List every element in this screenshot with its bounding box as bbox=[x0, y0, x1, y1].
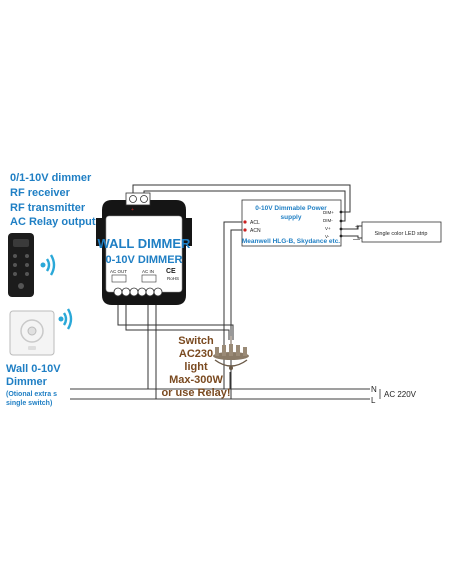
wall-panel-icon bbox=[9, 310, 55, 356]
wall-panel-note-1: (Otional extra s bbox=[6, 391, 57, 398]
terminal-minus-label: - bbox=[142, 207, 144, 213]
psu-brands: Meanwell HLG-B, Skydance etc. bbox=[242, 238, 340, 245]
terminal-plus-label: + bbox=[131, 207, 134, 213]
feature-3: RF transmitter bbox=[10, 202, 86, 214]
psu-acn-label: ACN bbox=[250, 228, 261, 234]
psu-pin-dim-plus: DIM+ bbox=[323, 210, 334, 215]
feature-4: AC Relay output bbox=[10, 216, 96, 228]
wall-dimmer-device: + - WALL DIMMER 0-10V DIMMER AC OUT AC I… bbox=[96, 192, 192, 305]
switch-note-2: AC230 bbox=[179, 348, 213, 360]
feature-2: RF receiver bbox=[10, 187, 71, 199]
led-minus-label: — bbox=[353, 236, 360, 243]
rohs-label: RoHS bbox=[167, 276, 179, 281]
wireless-signal-icon-2 bbox=[58, 308, 73, 330]
psu-title-2: supply bbox=[281, 214, 302, 221]
neutral-label: N bbox=[371, 385, 377, 394]
psu-title-1: 0-10V Dimmable Power bbox=[255, 205, 327, 212]
psu-acl-label: ACL bbox=[250, 220, 260, 226]
feature-1: 0/1-10V dimmer bbox=[10, 172, 92, 184]
psu-pin-v-minus: V- bbox=[325, 234, 330, 239]
wall-panel-label-1: Wall 0-10V bbox=[6, 363, 61, 375]
wall-panel-label-2: Dimmer bbox=[6, 376, 48, 388]
rf-remote-icon bbox=[8, 233, 34, 297]
chandelier-icon bbox=[213, 336, 249, 370]
switch-note-5: or use Relay! bbox=[161, 387, 230, 399]
switch-note-1: Switch bbox=[178, 335, 214, 347]
wall-panel-note-2: single switch) bbox=[6, 400, 52, 407]
switch-note-3: light bbox=[184, 361, 208, 373]
psu-pin-dim-minus: DIM- bbox=[323, 218, 333, 223]
psu-pin-v-plus: V+ bbox=[325, 226, 331, 231]
ac-in-label: AC IN bbox=[142, 269, 154, 274]
dimmer-title: WALL DIMMER bbox=[98, 236, 192, 251]
live-label: L bbox=[371, 396, 376, 405]
ac-out-label: AC OUT bbox=[110, 269, 127, 274]
switch-note-4: Max-300W bbox=[169, 374, 223, 386]
led-strip-label: Single color LED strip bbox=[375, 231, 428, 237]
voltage-label: AC 220V bbox=[384, 390, 417, 399]
wireless-signal-icon bbox=[40, 254, 56, 276]
led-plus-label: + bbox=[355, 224, 359, 231]
led-strip-box: Single color LED strip + — bbox=[353, 221, 442, 243]
dimmer-subtitle: 0-10V DIMMER bbox=[105, 254, 182, 266]
ce-mark-icon: CE bbox=[166, 268, 176, 275]
power-supply-box: 0-10V Dimmable Power supply ACL ACN DIM+… bbox=[241, 199, 343, 247]
